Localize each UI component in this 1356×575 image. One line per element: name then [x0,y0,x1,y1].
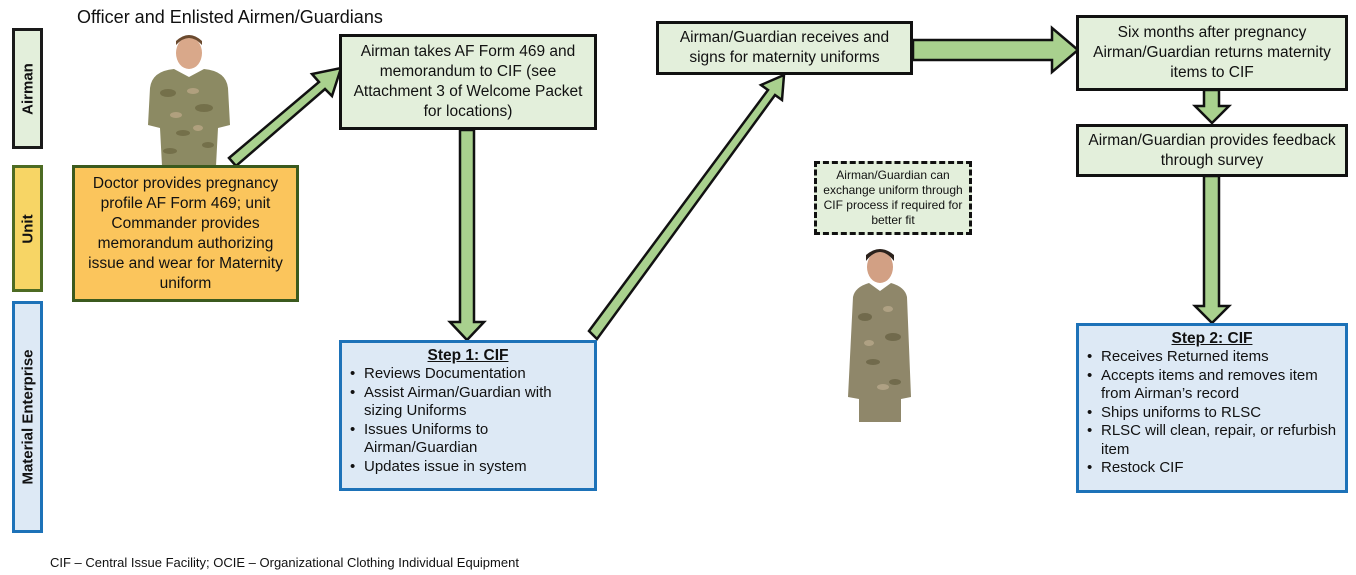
step2-item: Restock CIF [1087,459,1337,478]
six-months-return-box: Six months after pregnancy Airman/Guardi… [1076,15,1348,91]
arrow-doctor-to-airman-takes [227,66,343,168]
airman-photo [148,35,230,166]
arrow-airman-takes-to-step1 [447,128,487,342]
arrow-six-months-to-feedback [1191,88,1233,125]
receives-uniforms-box: Airman/Guardian receives and signs for m… [656,21,913,75]
step1-item: Updates issue in system [350,458,586,477]
step2-cif-box: Step 2: CIF Receives Returned items Acce… [1076,323,1348,493]
diagram-title: Officer and Enlisted Airmen/Guardians [77,7,383,27]
lane-material-enterprise: Material Enterprise [12,301,43,533]
feedback-survey-box: Airman/Guardian provides feedback throug… [1076,124,1348,177]
step2-item: Accepts items and removes item from Airm… [1087,367,1337,404]
arrow-step1-to-receives [587,73,786,341]
step1-list: Reviews Documentation Assist Airman/Guar… [350,365,586,476]
footnote-abbreviations: CIF – Central Issue Facility; OCIE – Org… [50,555,519,570]
arrow-receives-to-six-months [911,25,1080,75]
airman-takes-form-box: Airman takes AF Form 469 and memorandum … [339,34,597,130]
step2-item: Receives Returned items [1087,348,1337,367]
step1-item: Issues Uniforms to Airman/Guardian [350,421,586,458]
arrow-feedback-to-step2 [1191,174,1233,325]
exchange-uniform-note: Airman/Guardian can exchange uniform thr… [814,161,972,235]
guardian-photo [848,249,911,422]
lane-airman: Airman [12,28,43,149]
step2-item: Ships uniforms to RLSC [1087,404,1337,423]
step1-heading: Step 1: CIF [427,347,509,364]
step2-item: RLSC will clean, repair, or refurbish it… [1087,422,1337,459]
doctor-profile-box: Doctor provides pregnancy profile AF For… [72,165,299,302]
step1-item: Reviews Documentation [350,365,586,384]
step1-cif-box: Step 1: CIF Reviews Documentation Assist… [339,340,597,491]
lane-unit: Unit [12,165,43,292]
step2-heading: Step 2: CIF [1171,330,1253,347]
step1-item: Assist Airman/Guardian with sizing Unifo… [350,384,586,421]
step2-list: Receives Returned items Accepts items an… [1087,348,1337,478]
